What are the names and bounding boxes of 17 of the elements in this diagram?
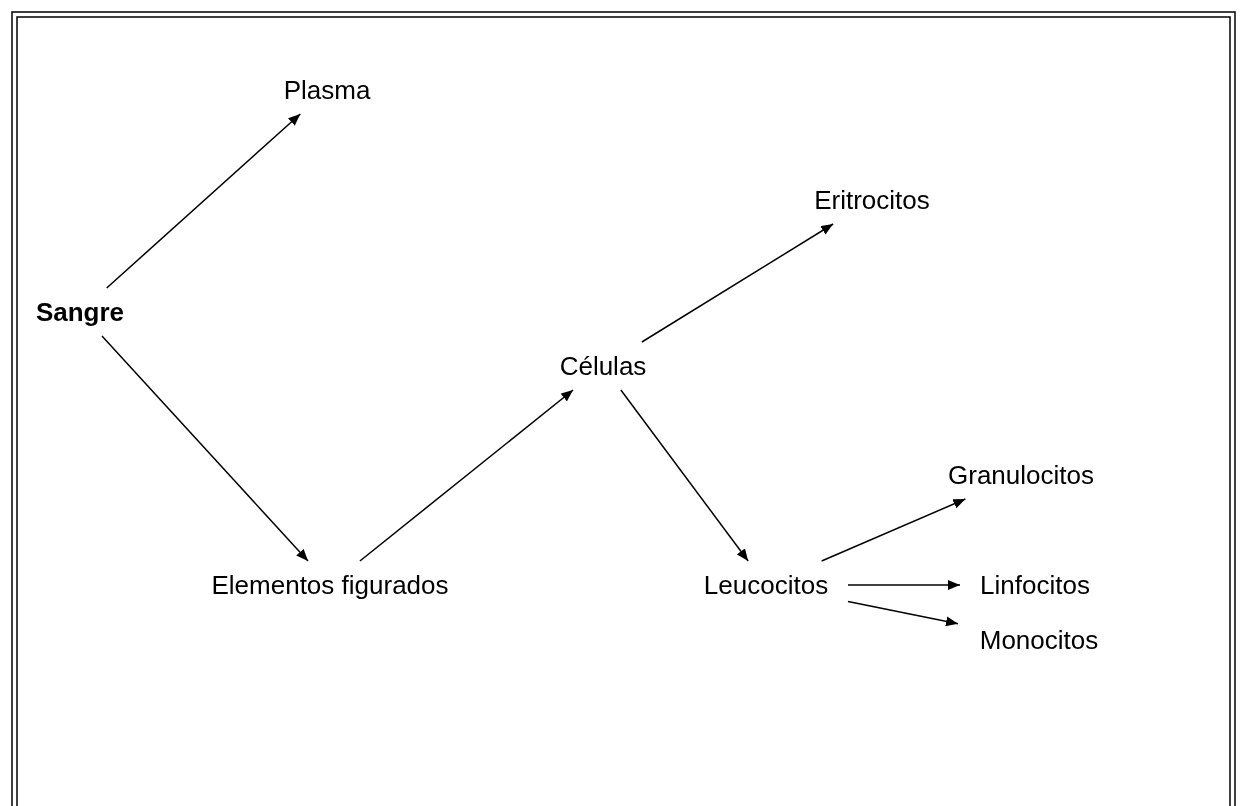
node-label: Elementos figurados [211,569,449,601]
arrow [620,389,749,562]
node-label: Leucocitos [703,569,829,601]
arrow [847,600,959,627]
node-label: Plasma [283,74,371,106]
arrow [820,498,967,562]
arrow [847,580,961,590]
arrow [101,335,309,562]
arrow [105,113,302,289]
node-label: Granulocitos [948,459,1094,491]
arrow [359,389,574,562]
node-label: Monocitos [979,624,1099,656]
node-label: Eritrocitos [814,184,930,216]
node-label: Sangre [35,296,125,328]
arrow [641,223,834,343]
node-label: Linfocitos [980,569,1090,601]
node-label: Células [559,350,647,382]
